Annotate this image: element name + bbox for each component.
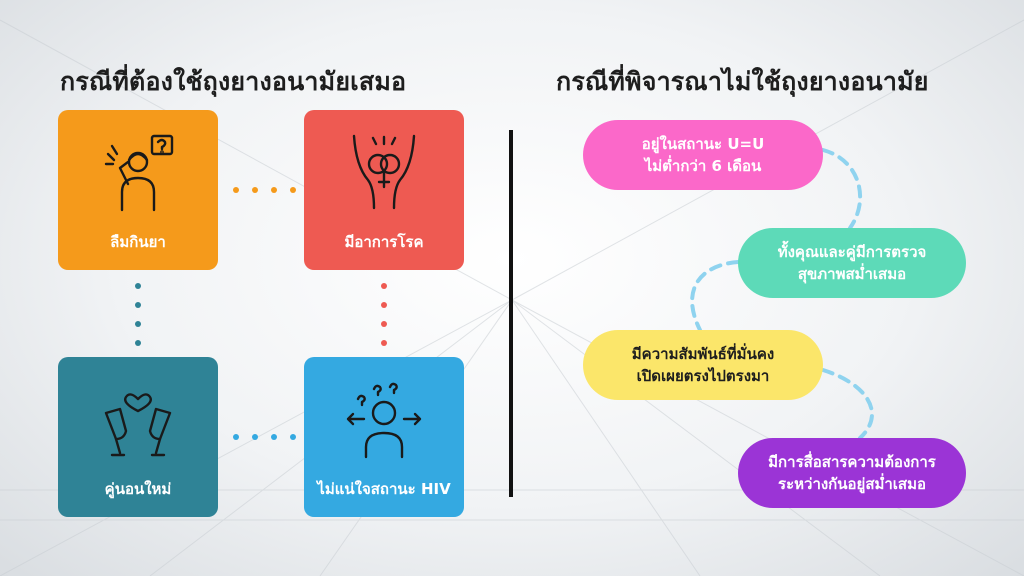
- tile-label-symptoms: มีอาการโรค: [344, 233, 424, 251]
- step-pill-line: ทั้งคุณและคู่มีการตรวจ: [777, 243, 927, 261]
- left-section-title: กรณีที่ต้องใช้ถุงยางอนามัยเสมอ: [60, 67, 407, 96]
- tile-unsure-hiv-status: ไม่แน่ใจสถานะ HIV: [304, 357, 464, 517]
- genital-symptom-icon: [352, 134, 416, 210]
- tile-label-forgot-pill: ลืมกินยา: [110, 233, 166, 251]
- right-section-title: กรณีที่พิจารณาไม่ใช้ถุงยางอนามัย: [556, 67, 929, 96]
- tile-new-partner: คู่นอนใหม่: [58, 357, 218, 517]
- section-divider: [509, 130, 513, 497]
- step-pill-line: เปิดเผยตรงไปตรงมา: [636, 367, 770, 385]
- dotted-connector-left: [135, 283, 141, 346]
- tile-label-new-partner: คู่นอนใหม่: [104, 480, 172, 498]
- step-pill-communication: มีการสื่อสารความต้องการ ระหว่างกันอยู่สม…: [738, 438, 966, 508]
- tile-symptoms: มีอาการโรค: [304, 110, 464, 270]
- confused-person-icon: [104, 134, 174, 212]
- tile-forgot-pill: ลืมกินยา: [58, 110, 218, 270]
- dotted-connector-bottom: [233, 434, 296, 440]
- tile-label-unsure-hiv-status: ไม่แน่ใจสถานะ HIV: [317, 480, 451, 498]
- dotted-connector-right: [381, 283, 387, 346]
- step-pill-line: ระหว่างกันอยู่สม่ำเสมอ: [778, 475, 926, 493]
- step-pill-line: สุขภาพสม่ำเสมอ: [797, 265, 907, 283]
- step-pill-line: มีการสื่อสารความต้องการ: [768, 453, 936, 471]
- step-pill-line: อยู่ในสถานะ U=U: [641, 135, 765, 153]
- dotted-connector-top: [233, 187, 296, 193]
- toast-glasses-heart-icon: [104, 393, 172, 457]
- step-pill-line: มีความสัมพันธ์ที่มั่นคง: [631, 345, 775, 363]
- step-pill-regular-testing: ทั้งคุณและคู่มีการตรวจ สุขภาพสม่ำเสมอ: [738, 228, 966, 298]
- step-pill-uu-status: อยู่ในสถานะ U=U ไม่ต่ำกว่า 6 เดือน: [583, 120, 823, 190]
- uncertain-person-icon: [346, 382, 422, 459]
- step-pill-line: ไม่ต่ำกว่า 6 เดือน: [644, 157, 762, 175]
- step-pill-stable-relationship: มีความสัมพันธ์ที่มั่นคง เปิดเผยตรงไปตรงม…: [583, 330, 823, 400]
